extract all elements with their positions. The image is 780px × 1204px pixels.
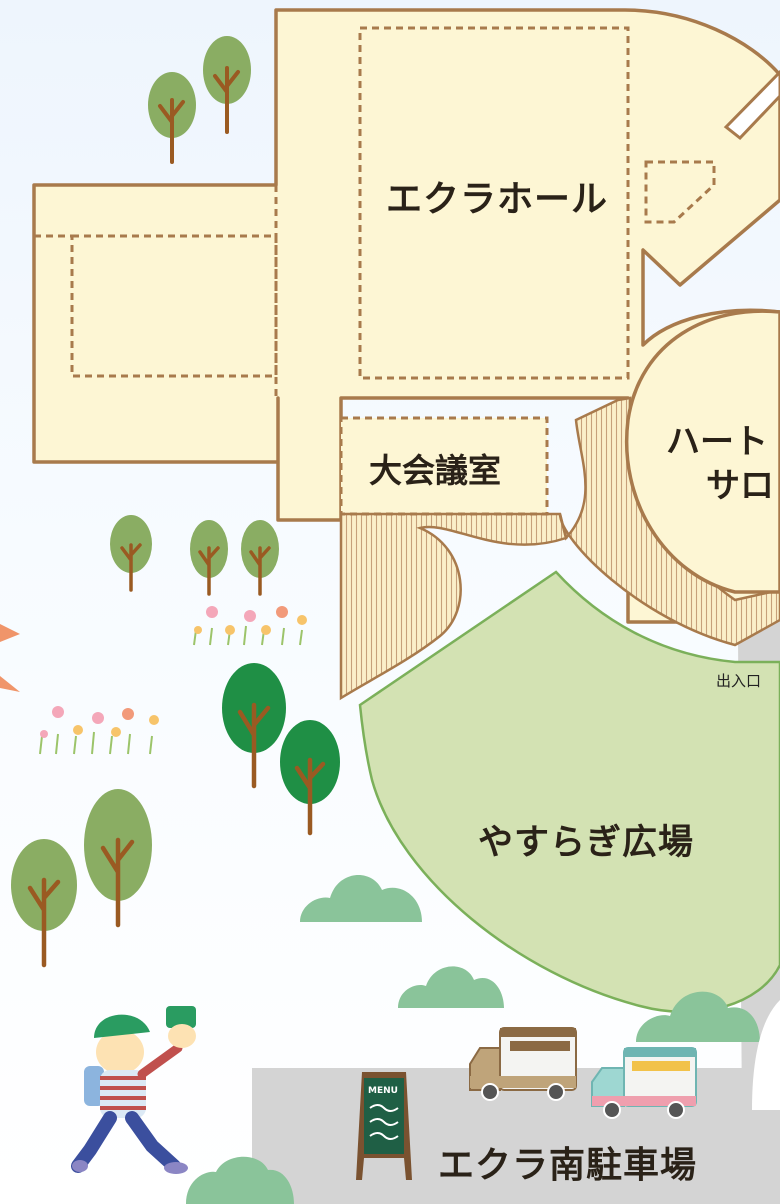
food-truck-icon [591,1047,697,1119]
ecra-hall-label: エクラホール [386,179,609,220]
menu-sign-label: MENU [368,1086,398,1096]
building-notch [723,69,780,141]
bush-icon [300,875,422,922]
tree-icon [241,520,279,596]
tree-icon [190,520,228,596]
flower-bed [39,606,307,755]
menu-sign-icon [356,1072,412,1180]
bush-icon [186,1156,294,1204]
bush-icon [636,991,760,1042]
conference-room-label: 大会議室 [369,451,501,490]
west-room [70,234,278,378]
bush-group [186,875,760,1204]
heart-salon-label-2: サロ [706,466,774,506]
arrow-icon [0,676,20,692]
yasuragi-plaza [358,570,780,1014]
conference-room [339,416,549,516]
small-room [644,160,716,224]
heart-salon-label-1: ハート [666,422,768,462]
road-curve [752,1000,780,1110]
arrow-icon [0,624,20,642]
tree-icon [84,789,152,928]
food-truck-icon [469,1027,577,1101]
tree-group [11,36,340,968]
parking-label: エクラ南駐車場 [438,1145,698,1186]
tree-icon [110,515,152,592]
tree-icon [11,839,77,968]
tree-icon [203,36,251,134]
building-main [32,8,780,624]
entrance-label: 出入口 [716,672,762,690]
plaza-label: やすらぎ広場 [478,823,695,863]
tree-icon [148,72,196,164]
tree-icon [280,720,340,836]
walking-person-icon [71,1006,196,1174]
conference-room-block [341,418,547,514]
heart-salon-room [625,309,780,594]
terrace-left [339,512,568,701]
ecra-hall-room [358,26,630,380]
tree-icon [222,663,286,789]
bush-icon [398,966,504,1008]
